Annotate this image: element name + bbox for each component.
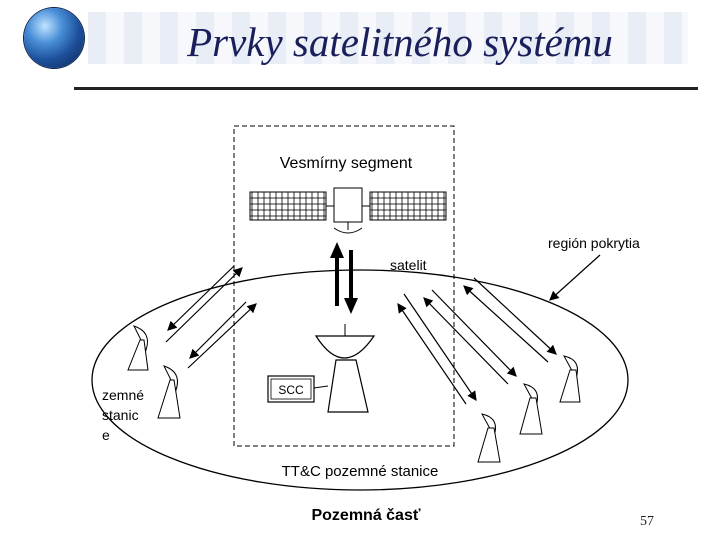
- space-segment-boundary: [233, 125, 455, 447]
- ttc-link-arrows: [330, 242, 358, 314]
- right-dish-icon-3: [477, 413, 501, 463]
- ground-segment-label: Pozemná časť: [311, 507, 420, 524]
- right-dish-icon-2: [519, 383, 543, 435]
- right-dish-icon-1: [559, 355, 581, 403]
- globe-logo: [24, 8, 84, 68]
- left-dish-icon-2: [157, 365, 181, 419]
- earth-station-label-line-1: zemné: [102, 387, 144, 403]
- coverage-pointer-arrow: [549, 254, 601, 301]
- ttc-dish-icon: [314, 324, 376, 413]
- left-dish-icon-1: [127, 325, 149, 371]
- scc-box: SCC: [267, 375, 315, 403]
- earth-station-label-line-3: e: [102, 427, 110, 443]
- slide-title: Prvky satelitného systému: [187, 19, 613, 65]
- earth-station-label: zemné stanic e: [102, 387, 148, 443]
- scc-label: SCC: [278, 383, 304, 397]
- page-number: 57: [640, 514, 654, 529]
- left-link-arrows: [165, 265, 257, 369]
- right-link-arrows: [397, 277, 557, 405]
- satellite-icon: [249, 187, 447, 234]
- satellite-label: satelit: [390, 257, 427, 273]
- earth-station-label-line-2: stanic: [102, 407, 139, 423]
- title-banner: [88, 12, 688, 64]
- space-segment-label: Vesmírny segment: [280, 155, 413, 172]
- title-divider: [74, 87, 698, 90]
- ttc-ground-stations-label: TT&C pozemné stanice: [282, 463, 439, 480]
- coverage-region-ellipse: [91, 269, 629, 491]
- coverage-region-label: región pokrytia: [548, 235, 640, 251]
